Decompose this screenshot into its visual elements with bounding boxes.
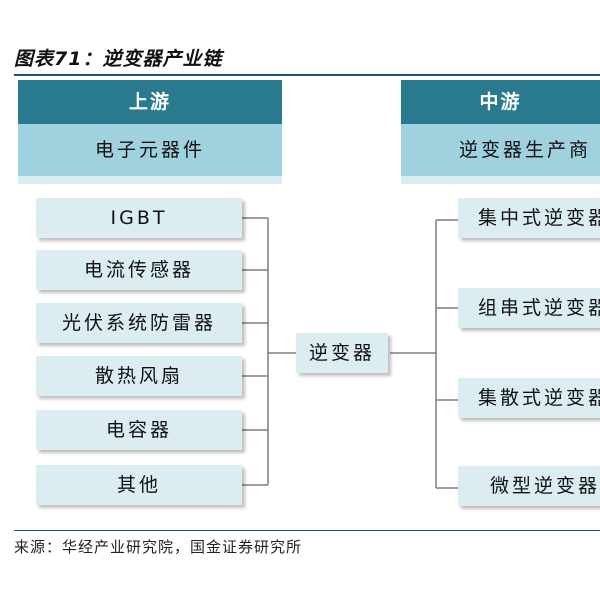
title-rule [14,74,600,76]
midstream-subheader: 逆变器生产商 [401,124,600,176]
upstream-item-pv-surge-protector: 光伏系统防雷器 [36,303,242,343]
source-note: 来源：华经产业研究院，国金证券研究所 [14,538,303,556]
midstream-item-distributed-inverter: 集散式逆变器 [458,378,600,418]
upstream-item-capacitor: 电容器 [36,410,242,450]
upstream-item-igbt: IGBT [36,198,242,238]
midstream-subheader-shadow [401,176,600,184]
midstream-item-central-inverter: 集中式逆变器 [458,198,600,238]
upstream-item-current-sensor: 电流传感器 [36,250,242,290]
upstream-item-other: 其他 [36,465,242,505]
inverter-node: 逆变器 [296,333,388,373]
upstream-header: 上游 [18,80,282,124]
midstream-header: 中游 [401,80,600,124]
upstream-subheader: 电子元器件 [18,124,282,176]
figure-title: 图表71：逆变器产业链 [14,48,223,70]
bottom-rule [14,530,600,531]
midstream-item-micro-inverter: 微型逆变器 [458,466,600,506]
upstream-item-cooling-fan: 散热风扇 [36,356,242,396]
upstream-subheader-shadow [18,176,282,184]
midstream-item-string-inverter: 组串式逆变器 [458,288,600,328]
